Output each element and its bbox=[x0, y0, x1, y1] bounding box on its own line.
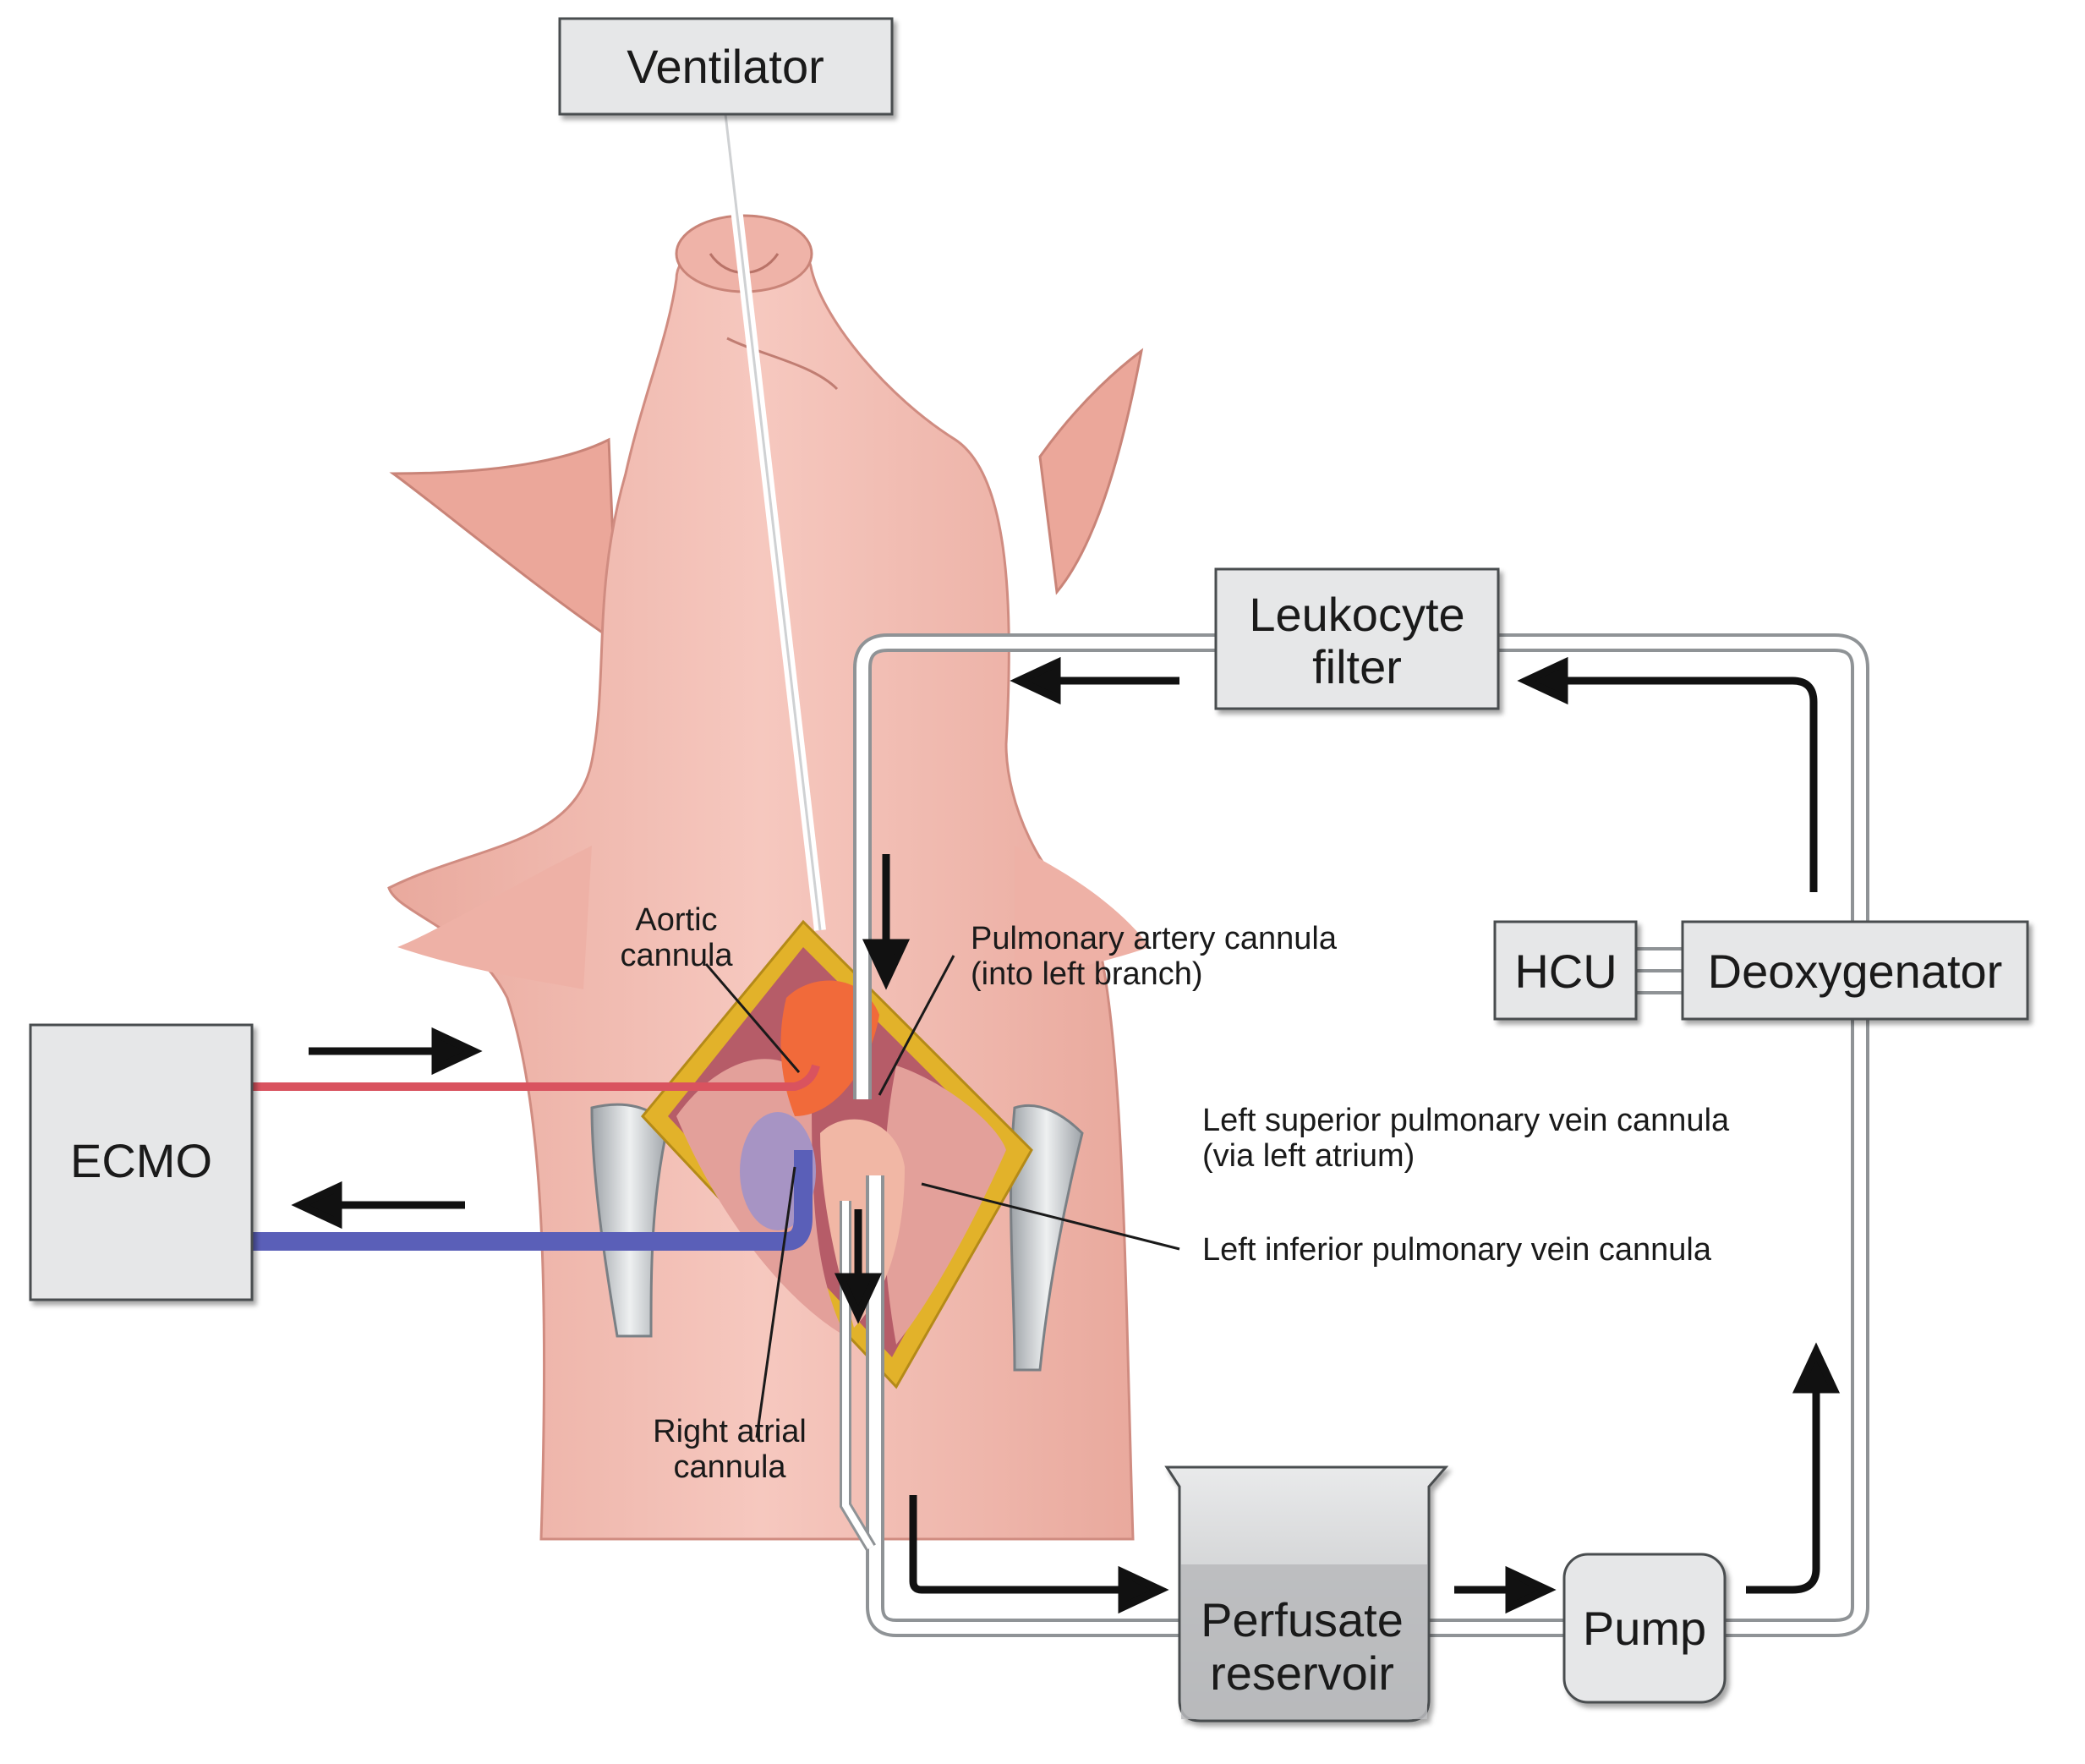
left-inferior-pv-cannula-label: Left inferior pulmonary vein cannula bbox=[1202, 1232, 1712, 1268]
aortic-cannula-label-line1: Aortic bbox=[635, 902, 717, 938]
leukocyte-filter-label-line2: filter bbox=[1312, 640, 1402, 693]
venous-line bbox=[252, 1150, 813, 1251]
box-ventilator bbox=[558, 17, 894, 116]
flow-arrows bbox=[291, 656, 1841, 1614]
perfusate-reservoir-label-line1: Perfusate bbox=[1201, 1593, 1404, 1646]
box-leukocyte-filter bbox=[1214, 567, 1500, 710]
ventilator-label: Ventilator bbox=[627, 40, 824, 93]
left-superior-pv-cannula-label-line2: (via left atrium) bbox=[1202, 1138, 1415, 1174]
pig-illustration bbox=[387, 214, 1150, 1541]
box-ecmo bbox=[29, 1023, 254, 1301]
box-pump bbox=[1562, 1553, 1727, 1704]
right-shoulder bbox=[1015, 846, 1150, 981]
left-shoulder bbox=[397, 846, 592, 989]
jaw-line bbox=[726, 337, 839, 391]
arterial-line bbox=[252, 1064, 820, 1091]
tubing bbox=[252, 113, 1869, 1637]
aortic-cannula-label-line2: cannula bbox=[620, 938, 733, 973]
right-ear bbox=[1038, 348, 1144, 595]
ecmo-label: ECMO bbox=[70, 1134, 212, 1187]
right-atrial-cannula-label-line2: cannula bbox=[673, 1449, 786, 1485]
deoxygenator-label: Deoxygenator bbox=[1708, 945, 2003, 998]
hcu-label: HCU bbox=[1514, 945, 1617, 998]
leader-lines bbox=[704, 955, 1180, 1438]
perfusate-reservoir-label-line2: reservoir bbox=[1210, 1646, 1394, 1700]
box-hcu bbox=[1493, 920, 1638, 1021]
lung-right bbox=[884, 1066, 1006, 1345]
right-retractor bbox=[1010, 1104, 1084, 1372]
ventilator-tube-edge bbox=[724, 113, 822, 931]
box-perfusate-reservoir bbox=[1164, 1465, 1449, 1723]
pulmonary-artery-cannula-label-line2: (into left branch) bbox=[971, 956, 1203, 992]
pump-label: Pump bbox=[1583, 1602, 1706, 1655]
left-superior-pv-cannula-label-line1: Left superior pulmonary vein cannula bbox=[1202, 1103, 1730, 1138]
leukocyte-filter-label-line1: Leukocyte bbox=[1249, 588, 1464, 641]
right-atrial-cannula-label-line1: Right atrial bbox=[653, 1414, 807, 1449]
box-deoxygenator bbox=[1681, 920, 2029, 1021]
perfusion-circuit bbox=[840, 633, 1869, 1637]
pulmonary-artery-cannula-label-line1: Pulmonary artery cannula bbox=[971, 921, 1338, 956]
left-ear bbox=[389, 437, 619, 645]
